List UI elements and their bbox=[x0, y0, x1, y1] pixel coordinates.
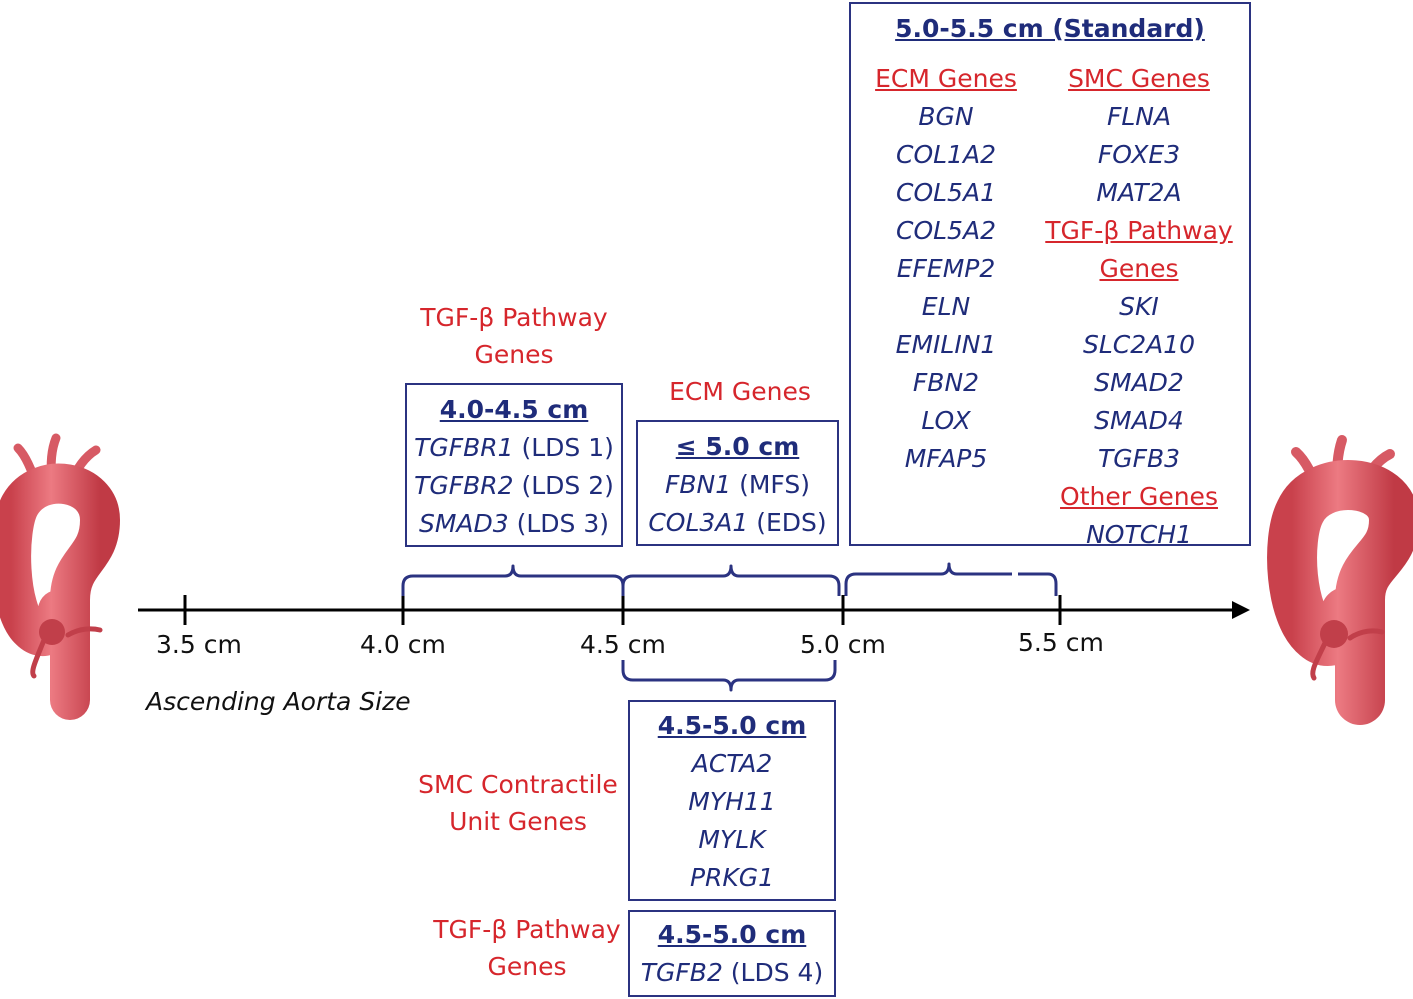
size-axis bbox=[138, 595, 1250, 625]
gene-name: SLC2A10 bbox=[1082, 330, 1196, 359]
smc-bottom-label-line1: SMC Contractile bbox=[418, 770, 618, 799]
bracket-4.5-5.0-top bbox=[621, 564, 841, 596]
gene-name: EFEMP2 bbox=[896, 254, 996, 283]
gene-row: TGFB2 (LDS 4) bbox=[630, 954, 834, 992]
gene-name: FBN1 bbox=[665, 470, 732, 499]
gene-name: NOTCH1 bbox=[1086, 520, 1192, 549]
gene-name: ELN bbox=[921, 292, 971, 321]
gene-name: FLNA bbox=[1106, 102, 1172, 131]
gene-name: TGFB2 bbox=[640, 958, 723, 987]
gene-name: MFAP5 bbox=[904, 444, 988, 473]
gene-name: COL1A2 bbox=[896, 140, 996, 169]
gene-name: MYLK bbox=[698, 825, 766, 854]
column-heading: SMC Genes bbox=[1068, 64, 1210, 93]
axis-arrowhead bbox=[1232, 601, 1250, 619]
gene-name: SMAD2 bbox=[1094, 368, 1184, 397]
gene-name: COL5A1 bbox=[896, 178, 996, 207]
gene-name: EMILIN1 bbox=[895, 330, 997, 359]
column-heading: TGF-β Pathway bbox=[1045, 216, 1233, 245]
tick-label-4.5: 4.5 cm bbox=[580, 630, 666, 659]
gene-note: (LDS 2) bbox=[513, 471, 614, 500]
tgf-top-label-line1: TGF-β Pathway bbox=[420, 303, 608, 332]
axis-label: Ascending Aorta Size bbox=[146, 687, 411, 716]
gene-row: COL3A1 (EDS) bbox=[638, 504, 837, 542]
column-heading: Other Genes bbox=[1060, 482, 1218, 511]
box-title: 4.0-4.5 cm bbox=[439, 395, 589, 424]
aorta-illustration-left bbox=[0, 433, 121, 720]
gene-note: (MFS) bbox=[731, 470, 810, 499]
gene-name: SMAD3 bbox=[418, 509, 509, 538]
tgf-bottom-label-line1: TGF-β Pathway bbox=[433, 915, 621, 944]
gene-name: LOX bbox=[921, 406, 971, 435]
gene-name: FBN2 bbox=[912, 368, 980, 397]
tgf-top-label-line2: Genes bbox=[474, 340, 554, 369]
gene-name: COL3A1 bbox=[648, 508, 749, 537]
tgf-top-gene-box: 4.0-4.5 cm TGFBR1 (LDS 1) TGFBR2 (LDS 2)… bbox=[405, 383, 623, 547]
gene-row: TGFBR2 (LDS 2) bbox=[407, 467, 621, 505]
tick-label-5.5: 5.5 cm bbox=[1018, 628, 1104, 657]
bracket-5.0-5.5 bbox=[844, 562, 1058, 596]
gene-note: (LDS 3) bbox=[508, 509, 610, 538]
tick-label-4.0: 4.0 cm bbox=[360, 630, 446, 659]
gene-name: COL5A2 bbox=[896, 216, 996, 245]
gene-name: PRKG1 bbox=[689, 863, 775, 892]
gene-name: FOXE3 bbox=[1097, 140, 1181, 169]
gene-name: TGFB3 bbox=[1097, 444, 1181, 473]
box-title: 5.0-5.5 cm (Standard) bbox=[895, 14, 1205, 43]
gene-name: MAT2A bbox=[1096, 178, 1182, 207]
gene-row: SMAD3 (LDS 3) bbox=[407, 505, 621, 543]
tick-label-5.0: 5.0 cm bbox=[800, 630, 886, 659]
box-title: 4.5-5.0 cm bbox=[657, 920, 807, 949]
gene-row: FBN1 (MFS) bbox=[638, 466, 837, 504]
tgf-bottom-category-label: TGF-β Pathway Genes bbox=[420, 911, 634, 985]
smc-bottom-label-line2: Unit Genes bbox=[449, 807, 587, 836]
bracket-4.0-4.5 bbox=[401, 564, 625, 596]
smc-bottom-gene-box: 4.5-5.0 cm ACTA2 MYH11 MYLK PRKG1 bbox=[628, 700, 836, 901]
ecm-mid-category-label: ECM Genes bbox=[669, 377, 811, 406]
gene-name: ACTA2 bbox=[691, 749, 773, 778]
tgf-bottom-gene-box: 4.5-5.0 cm TGFB2 (LDS 4) bbox=[628, 910, 836, 997]
gene-name: SMAD4 bbox=[1094, 406, 1184, 435]
gene-note: (LDS 1) bbox=[513, 433, 614, 462]
gene-name: TGFBR2 bbox=[414, 471, 514, 500]
tgf-bottom-label-line2: Genes bbox=[487, 952, 567, 981]
tick-label-3.5: 3.5 cm bbox=[156, 630, 242, 659]
gene-name: BGN bbox=[918, 102, 974, 131]
gene-note: (LDS 4) bbox=[722, 958, 824, 987]
gene-name: MYH11 bbox=[688, 787, 776, 816]
box-title: 4.5-5.0 cm bbox=[657, 711, 807, 740]
standard-gene-box: 5.0-5.5 cm (Standard) ECM Genes BGN COL1… bbox=[849, 2, 1251, 549]
bracket-4.5-5.0-bottom bbox=[621, 660, 837, 692]
gene-name: TGFBR1 bbox=[414, 433, 514, 462]
column-heading: Genes bbox=[1099, 254, 1179, 283]
aorta-illustration-right bbox=[1267, 435, 1413, 725]
gene-row: TGFBR1 (LDS 1) bbox=[407, 429, 621, 467]
ecm-mid-gene-box: ≤ 5.0 cm FBN1 (MFS) COL3A1 (EDS) bbox=[636, 420, 839, 546]
smc-genes-column: SMC Genes FLNA FOXE3 MAT2A TGF-β Pathway… bbox=[1044, 60, 1234, 554]
gene-note: (EDS) bbox=[748, 508, 827, 537]
smc-bottom-category-label: SMC Contractile Unit Genes bbox=[406, 766, 630, 840]
ecm-genes-column: ECM Genes BGN COL1A2 COL5A1 COL5A2 EFEMP… bbox=[851, 60, 1041, 478]
column-heading: ECM Genes bbox=[875, 64, 1017, 93]
tgf-top-category-label: TGF-β Pathway Genes bbox=[404, 299, 624, 373]
gene-name: SKI bbox=[1119, 292, 1159, 321]
box-title: ≤ 5.0 cm bbox=[675, 432, 800, 461]
